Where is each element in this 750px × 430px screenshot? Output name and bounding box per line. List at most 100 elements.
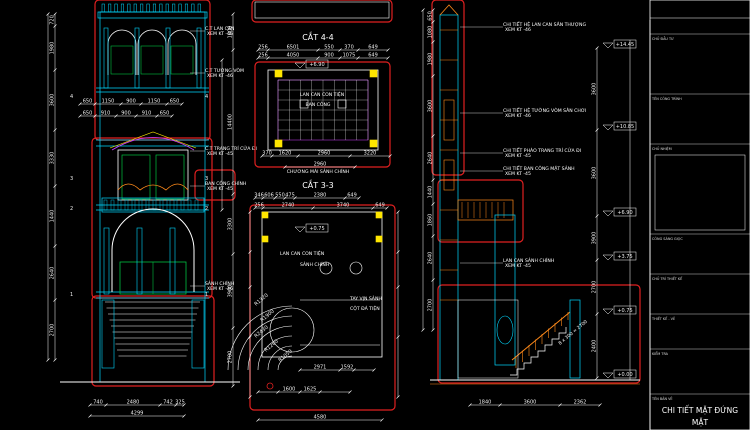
dimension-tick bbox=[248, 395, 252, 399]
facade-bottom-dims-value: 742 bbox=[163, 400, 173, 406]
baluster bbox=[133, 3, 137, 13]
dimension-tick bbox=[558, 403, 562, 407]
section33-dims2-value: 256 bbox=[254, 203, 264, 209]
dimension-tick bbox=[595, 258, 599, 262]
balcony-baluster bbox=[145, 199, 150, 211]
dimension-tick bbox=[311, 206, 315, 210]
elevation-callout: CHI TIẾT HỆ LAN CAN SÂN THƯỢNG bbox=[503, 20, 586, 28]
dimension-tick bbox=[134, 114, 138, 118]
section33-dims2-value: 3740 bbox=[337, 203, 350, 209]
section33-bottom-dims2-value: 1600 bbox=[283, 387, 296, 393]
balcony-baluster bbox=[138, 199, 143, 211]
pediment-gable bbox=[109, 131, 197, 149]
facade-top-dims-value: 900 bbox=[126, 99, 136, 105]
facade-bottom-frame bbox=[91, 295, 215, 387]
facade-right-dims-value: 3900 bbox=[228, 285, 234, 298]
dimension-tick bbox=[318, 390, 322, 394]
dimension-tick bbox=[388, 154, 392, 158]
dimension-tick bbox=[155, 114, 159, 118]
section44-top-dims-value: 649 bbox=[368, 45, 378, 51]
facade-right-dims-value: 3300 bbox=[228, 218, 234, 231]
side-stair bbox=[510, 327, 567, 376]
facade-callout-ref: XEM KT -45 bbox=[207, 186, 233, 192]
section-top-strip bbox=[254, 1, 390, 19]
elevation-callout-ref: XEM KT -45 bbox=[505, 263, 531, 269]
dimension-tick bbox=[53, 12, 57, 16]
facade-callout: C.T TƯỜNG VÒM bbox=[205, 67, 244, 74]
balcony-baluster bbox=[124, 199, 129, 211]
section33-top-dims-value: 649 bbox=[347, 193, 357, 199]
elevation-left-dims-value: 3600 bbox=[428, 100, 434, 113]
section44-dims2-value: 1075 bbox=[343, 53, 356, 59]
dimension-tick bbox=[46, 358, 50, 362]
dimension-tick bbox=[93, 102, 97, 106]
dimension-tick bbox=[598, 403, 602, 407]
section44-level: +6.90 bbox=[309, 62, 324, 68]
dimension-tick bbox=[253, 206, 257, 210]
dimension-tick bbox=[231, 12, 235, 16]
dimension-tick bbox=[396, 285, 400, 289]
facade-callout-ref: XEM KT -45 bbox=[207, 151, 233, 157]
elevation-callout-ref: XEM KT -45 bbox=[505, 153, 531, 159]
dimension-tick bbox=[53, 128, 57, 132]
baluster bbox=[152, 3, 156, 13]
dimension-tick bbox=[431, 134, 435, 138]
dimension-tick bbox=[431, 278, 435, 282]
title-block-field: CÔNG SÁNG GIỌC bbox=[652, 236, 683, 241]
dimension-tick bbox=[431, 20, 435, 24]
section44-top-dims-value: 550 bbox=[324, 45, 334, 51]
side-balcony bbox=[457, 199, 514, 221]
dimension-tick bbox=[386, 48, 390, 52]
dimension-tick bbox=[256, 390, 260, 394]
elevation-left-dims-value: 1860 bbox=[428, 214, 434, 227]
elevation-level: +3.75 bbox=[617, 254, 632, 260]
dimension-tick bbox=[53, 184, 57, 188]
elevation-callout: CHI TIẾT PHÀO TRANG TRÍ CỬA ĐI bbox=[503, 146, 581, 154]
section33-top-dims-value: 346 bbox=[254, 193, 264, 199]
facade-callout: SẢNH CHÍNH bbox=[205, 279, 234, 287]
title-block-field: CHỦ NHIỆM bbox=[652, 146, 672, 151]
axis-number: 1 bbox=[205, 292, 208, 298]
dimension-tick bbox=[248, 210, 252, 214]
section33-dims2-value: 649 bbox=[375, 203, 385, 209]
dimension-tick bbox=[180, 102, 184, 106]
dimension-tick bbox=[396, 395, 400, 399]
dimension-tick bbox=[248, 335, 252, 339]
level-tag-box bbox=[613, 207, 637, 217]
elevation-bottom-dims-value: 2362 bbox=[574, 400, 587, 406]
yellow-marker bbox=[369, 139, 378, 148]
column-circle bbox=[319, 261, 333, 275]
section33-label: TAY VỊN SẢNH bbox=[349, 294, 382, 302]
section44-bottom-dims-value: 370 bbox=[262, 151, 272, 157]
dimension-tick bbox=[139, 102, 143, 106]
facade-left-dims-value: 2700 bbox=[50, 324, 56, 337]
facade-bottom-dims-value: 740 bbox=[93, 400, 103, 406]
title-block-logo-box bbox=[654, 154, 746, 231]
entrance-column bbox=[136, 227, 143, 295]
facade-left-dims-value: 3330 bbox=[50, 152, 56, 165]
dimension-tick bbox=[53, 68, 57, 72]
curved-stair-arc bbox=[227, 305, 293, 371]
elevation-level: +0.75 bbox=[617, 308, 632, 314]
section44-dims2-value: 256 bbox=[258, 53, 268, 59]
yellow-marker bbox=[261, 235, 269, 243]
facade-callout-ref: XEM KT -46 bbox=[207, 286, 233, 292]
elevation-level: +0.00 bbox=[617, 372, 632, 378]
elevation-callout: CHI TIẾT BAN CÔNG MẶT SẢNH bbox=[503, 164, 575, 172]
section44-title: CẮT 4-4 bbox=[302, 30, 334, 42]
dimension-tick bbox=[119, 102, 123, 106]
elevation-left-dims-value: 2700 bbox=[428, 299, 434, 312]
section33-label: LAN CAN CON TIỆN bbox=[280, 249, 324, 257]
dimension-tick bbox=[88, 403, 92, 407]
section44-top-dims-value: 256 bbox=[258, 45, 268, 51]
section44-bottom-dims-value: 3220 bbox=[364, 151, 377, 157]
column-urn bbox=[496, 315, 514, 345]
facade-callout: C.T LAN CAN bbox=[205, 26, 234, 32]
dimension-tick bbox=[182, 403, 186, 407]
section33-dims2-value: 2740 bbox=[282, 203, 295, 209]
level-marker-icon bbox=[602, 372, 614, 379]
title-block-field: TÊN CÔNG TRÌNH bbox=[651, 96, 682, 101]
dimension-tick bbox=[338, 56, 342, 60]
curved-stair-arc bbox=[267, 345, 293, 371]
baluster bbox=[146, 3, 150, 13]
